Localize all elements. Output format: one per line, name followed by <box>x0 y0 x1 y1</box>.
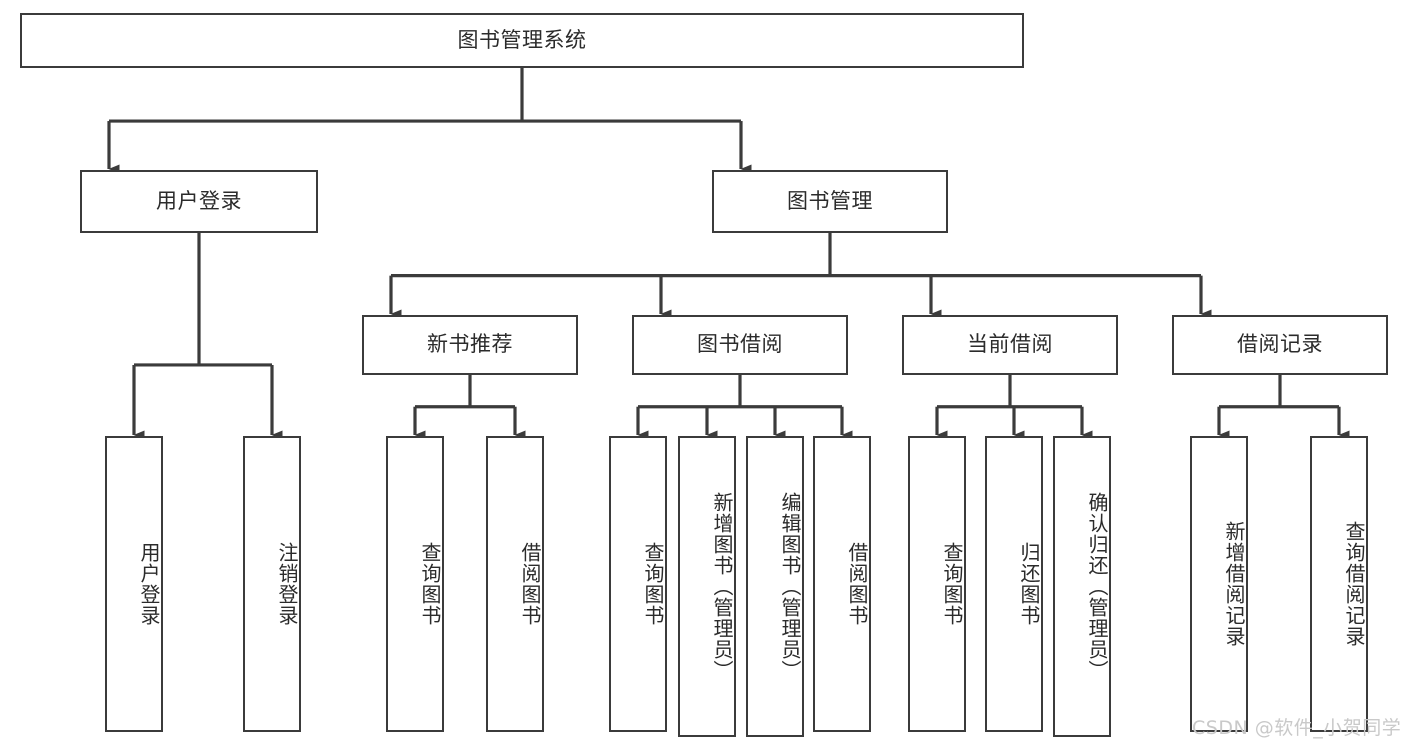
node-label: 借阅记录 <box>1237 332 1323 357</box>
node-label: 图书借阅 <box>697 332 783 357</box>
node-l12[interactable]: 新增借阅记录 <box>1190 436 1248 732</box>
node-l6[interactable]: 新增图书（管理员） <box>678 436 736 737</box>
node-root[interactable]: 图书管理系统 <box>20 13 1024 68</box>
watermark-text: CSDN @软件_小贺同学 <box>1192 717 1402 739</box>
node-label: 查询图书 <box>418 542 442 626</box>
node-l5[interactable]: 查询图书 <box>609 436 667 732</box>
node-login[interactable]: 用户登录 <box>80 170 318 233</box>
node-l9[interactable]: 查询图书 <box>908 436 966 732</box>
node-l3[interactable]: 查询图书 <box>386 436 444 732</box>
node-l10[interactable]: 归还图书 <box>985 436 1043 732</box>
node-bookmgmt[interactable]: 图书管理 <box>712 170 948 233</box>
node-borrow[interactable]: 图书借阅 <box>632 315 848 375</box>
node-current[interactable]: 当前借阅 <box>902 315 1118 375</box>
node-label: 编辑图书（管理员） <box>778 492 802 681</box>
node-records[interactable]: 借阅记录 <box>1172 315 1388 375</box>
node-label: 新增图书（管理员） <box>710 492 734 681</box>
node-label: 注销登录 <box>275 542 299 626</box>
node-label: 借阅图书 <box>845 542 869 626</box>
node-l1[interactable]: 用户登录 <box>105 436 163 732</box>
node-label: 新增借阅记录 <box>1222 521 1246 647</box>
node-label: 归还图书 <box>1017 542 1041 626</box>
node-label: 查询借阅记录 <box>1342 521 1366 647</box>
node-l7[interactable]: 编辑图书（管理员） <box>746 436 804 737</box>
node-label: 确认归还（管理员） <box>1085 492 1109 681</box>
node-l13[interactable]: 查询借阅记录 <box>1310 436 1368 732</box>
node-label: 图书管理系统 <box>457 27 587 52</box>
node-newrec[interactable]: 新书推荐 <box>362 315 578 375</box>
node-label: 查询图书 <box>641 542 665 626</box>
node-label: 用户登录 <box>156 188 242 213</box>
node-label: 新书推荐 <box>427 332 513 357</box>
node-label: 借阅图书 <box>518 542 542 626</box>
node-l2[interactable]: 注销登录 <box>243 436 301 732</box>
node-l4[interactable]: 借阅图书 <box>486 436 544 732</box>
node-l11[interactable]: 确认归还（管理员） <box>1053 436 1111 737</box>
node-label: 用户登录 <box>137 542 161 626</box>
node-label: 图书管理 <box>787 188 873 213</box>
node-label: 查询图书 <box>940 542 964 626</box>
node-label: 当前借阅 <box>967 332 1053 357</box>
node-l8[interactable]: 借阅图书 <box>813 436 871 732</box>
